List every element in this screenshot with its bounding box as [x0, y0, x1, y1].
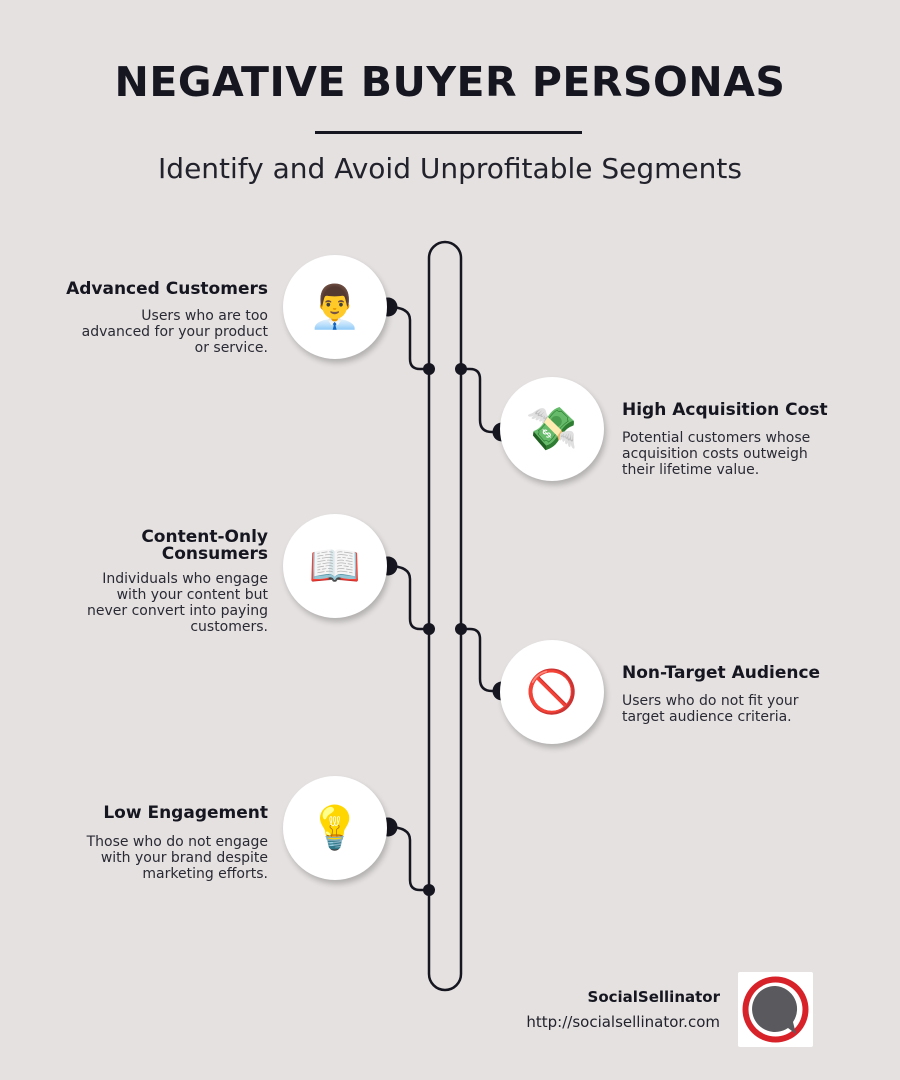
persona-description-low-engagement: Those who do not engage with your brand …: [20, 834, 268, 882]
description-line: their lifetime value.: [622, 462, 760, 478]
title-line: Content-Only: [141, 527, 268, 547]
persona-description-advanced-customers: Users who are too advanced for your prod…: [20, 308, 268, 356]
light-bulb-icon: 💡: [283, 776, 387, 880]
open-book-icon: 📖: [283, 514, 387, 618]
connector-content-only-consumers: [387, 564, 429, 631]
description-line: Individuals who engage: [102, 571, 268, 587]
junction-dot-advanced-customers: [423, 363, 435, 375]
description-line: Users who do not fit your: [622, 693, 799, 709]
description-line: or service.: [194, 340, 268, 356]
persona-description-content-only-consumers: Individuals who engage with your content…: [20, 571, 268, 635]
brand-logo: [738, 972, 813, 1047]
description-line: customers.: [190, 619, 268, 635]
description-line: Users who are too: [141, 308, 268, 324]
money-with-wings-icon: 💸: [500, 377, 604, 481]
description-line: with your content but: [116, 587, 268, 603]
description-line: with your brand despite: [100, 850, 268, 866]
description-line: never convert into paying: [87, 603, 268, 619]
page-title: NEGATIVE BUYER PERSONAS: [114, 58, 786, 106]
title-line: Consumers: [161, 544, 268, 564]
brand-name: SocialSellinator: [587, 988, 720, 1006]
persona-title-advanced-customers: Advanced Customers: [66, 279, 268, 299]
junction-dot-low-engagement: [423, 884, 435, 896]
timeline-track: [427, 240, 463, 992]
description-line: acquisition costs outweigh: [622, 446, 808, 462]
connector-advanced-customers: [387, 305, 429, 371]
persona-title-content-only-consumers: Content-Only Consumers: [20, 529, 268, 563]
persona-description-non-target-audience: Users who do not fit your target audienc…: [622, 693, 882, 725]
description-line: Potential customers whose: [622, 430, 811, 446]
persona-title-high-acquisition-cost: High Acquisition Cost: [622, 400, 828, 420]
persona-description-high-acquisition-cost: Potential customers whose acquisition co…: [622, 430, 882, 478]
connector-low-engagement: [387, 825, 429, 892]
junction-dot-high-acquisition-cost: [455, 363, 467, 375]
connector-non-target-audience: [461, 627, 502, 693]
prohibited-icon: 🚫: [500, 640, 604, 744]
junction-dot-content-only-consumers: [423, 623, 435, 635]
description-line: marketing efforts.: [142, 866, 268, 882]
description-line: advanced for your product: [81, 324, 268, 340]
man-office-worker-icon: 👨‍💼: [283, 255, 387, 359]
speech-bubble-logo-icon: [742, 976, 809, 1043]
title-divider: [315, 131, 582, 134]
persona-title-non-target-audience: Non-Target Audience: [622, 663, 821, 683]
description-line: target audience criteria.: [622, 709, 792, 725]
page-subtitle: Identify and Avoid Unprofitable Segments: [158, 152, 742, 185]
description-line: Those who do not engage: [86, 834, 268, 850]
connector-high-acquisition-cost: [461, 367, 502, 434]
persona-title-low-engagement: Low Engagement: [103, 803, 268, 823]
junction-dot-non-target-audience: [455, 623, 467, 635]
brand-url-link[interactable]: http://socialsellinator.com: [526, 1013, 720, 1031]
